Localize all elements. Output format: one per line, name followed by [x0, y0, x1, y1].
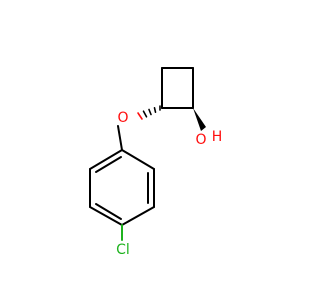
hashed-wedge-bond-to-ether-oxygen [137, 105, 161, 120]
ether-oxygen-label: O [117, 110, 128, 126]
bond-ether-oxygen-to-phenyl [117, 125, 123, 151]
chlorine-label: Cl [116, 242, 130, 258]
hydroxyl-oxygen-label: O [195, 132, 206, 148]
benzene-ring [89, 149, 155, 226]
cyclobutane-ring [161, 67, 194, 109]
hydroxyl-hydrogen-label: H [212, 129, 223, 145]
chemical-structure-diagram: O O H Cl [89, 67, 223, 258]
bold-wedge-bond-to-hydroxyl [193, 108, 206, 131]
